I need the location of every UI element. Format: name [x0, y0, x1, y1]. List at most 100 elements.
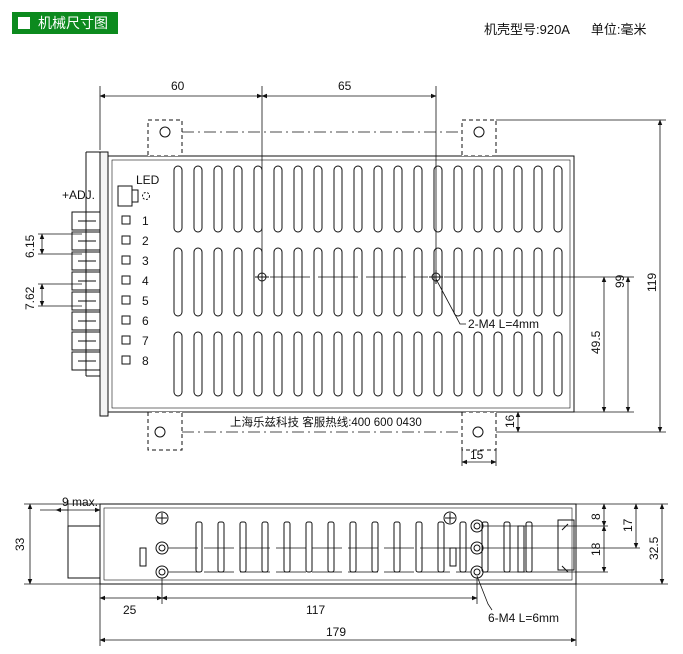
side-hole-d: [470, 541, 484, 555]
dim-7-62: 7.62: [23, 286, 37, 310]
top-dimension-labels: 60 65 119 99 49.5 16 15 6.15 7.62 +ADJ. …: [23, 79, 659, 462]
side-vent-slot: [459, 521, 467, 573]
vent-slot: [273, 165, 283, 233]
vent-slot: [273, 331, 283, 397]
vent-slot: [413, 247, 423, 317]
company-hotline: 上海乐兹科技 客服热线:400 600 0430: [230, 415, 422, 429]
terminal-marker: [121, 235, 131, 245]
vent-slot: [233, 247, 243, 317]
terminal-marker: [121, 335, 131, 345]
terminal-label: 1: [142, 214, 149, 228]
terminal-screw: [71, 291, 101, 311]
terminal-flange: [99, 151, 109, 417]
side-vent-slot: [195, 521, 203, 573]
dim-179: 179: [326, 625, 346, 639]
dim-18: 18: [589, 542, 603, 556]
terminal-screw: [71, 331, 101, 351]
side-dimensions: [24, 500, 668, 646]
dim-65: 65: [338, 79, 352, 93]
mounting-tab-top-left: [147, 119, 183, 157]
mounting-tab-bottom-right: [461, 411, 497, 451]
vent-slot: [333, 247, 343, 317]
dim-60: 60: [171, 79, 185, 93]
vent-slot: [373, 165, 383, 233]
vent-slot: [473, 165, 483, 233]
side-vent-slot: [305, 521, 313, 573]
vent-slot: [533, 247, 543, 317]
terminal-label: 5: [142, 294, 149, 308]
vent-slot: [433, 165, 443, 233]
dim-16: 16: [503, 414, 517, 428]
dim-119: 119: [645, 273, 659, 292]
side-vent-slot: [261, 521, 269, 573]
side-hole-c: [470, 519, 484, 533]
vent-slot: [253, 165, 263, 233]
vent-slot: [513, 247, 523, 317]
led-label: LED: [136, 173, 160, 187]
vent-slot: [353, 331, 363, 397]
vent-slot: [453, 331, 463, 397]
side-vent-slot: [371, 521, 379, 573]
dim-25: 25: [123, 603, 137, 617]
led-indicator: [142, 192, 150, 200]
vent-slot: [553, 331, 563, 397]
dim-117: 117: [306, 603, 325, 617]
dim-32-5: 32.5: [647, 536, 661, 560]
side-vent-slot: [239, 521, 247, 573]
dim-33: 33: [13, 537, 27, 551]
terminal-screw: [71, 231, 101, 251]
terminal-marker: [121, 215, 131, 225]
vent-slot: [513, 165, 523, 233]
vent-slot: [553, 165, 563, 233]
side-screw-2: [443, 511, 457, 525]
terminal-screw: [71, 311, 101, 331]
side-terminal-block: [67, 525, 101, 579]
dim-49-5: 49.5: [589, 330, 603, 354]
side-hole-b: [155, 565, 169, 579]
vent-slot: [173, 165, 183, 233]
vent-slot: [293, 165, 303, 233]
vent-slot: [253, 247, 263, 317]
vent-slot: [213, 331, 223, 397]
side-hole-a: [155, 541, 169, 555]
screw-note-top: 2-M4 L=4mm: [468, 317, 539, 331]
screw-note-side: 6-M4 L=6mm: [488, 611, 559, 625]
terminal-marker: [121, 255, 131, 265]
vent-slot: [513, 331, 523, 397]
vent-slot: [533, 331, 543, 397]
vent-slot: [353, 247, 363, 317]
side-vent-slot: [283, 521, 291, 573]
terminal-marker: [121, 295, 131, 305]
ventilation-slots: [173, 165, 563, 397]
side-screw-1: [155, 511, 169, 525]
vent-slot: [453, 247, 463, 317]
side-vent-slot: [415, 521, 423, 573]
side-ventilation-slots: [139, 521, 533, 573]
vent-slot: [173, 331, 183, 397]
vent-slot: [433, 247, 443, 317]
vent-slot: [253, 331, 263, 397]
terminal-label: 2: [142, 234, 149, 248]
model-info: 机壳型号:920A 单位:毫米: [484, 19, 647, 38]
adj-label: +ADJ.: [62, 188, 95, 202]
case-model-label: 机壳型号:920A: [484, 22, 570, 37]
vent-slot: [393, 331, 403, 397]
section-title-tag: 机械尺寸图: [12, 12, 118, 34]
vent-slot: [293, 247, 303, 317]
terminal-marker: [121, 315, 131, 325]
vent-slot: [473, 247, 483, 317]
vent-slot: [373, 247, 383, 317]
side-view: [67, 503, 577, 585]
vent-slot: [533, 165, 543, 233]
vent-slot: [393, 247, 403, 317]
terminal-label: 3: [142, 254, 149, 268]
mounting-tab-bottom-left: [147, 411, 183, 451]
terminal-marker: [121, 355, 131, 365]
terminal-label: 4: [142, 274, 149, 288]
vent-slot: [273, 247, 283, 317]
vent-slot: [333, 331, 343, 397]
vent-slot: [413, 331, 423, 397]
vent-slot: [353, 165, 363, 233]
